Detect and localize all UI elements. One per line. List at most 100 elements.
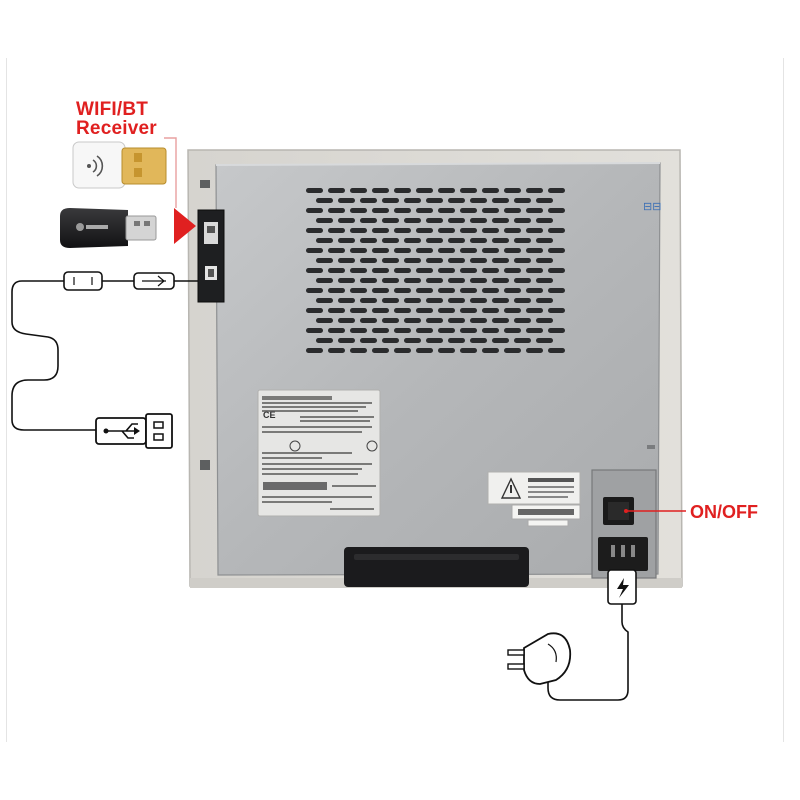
- power-cord: [507, 569, 637, 701]
- vent-slot: [426, 198, 443, 203]
- onoff-label: ON/OFF: [690, 502, 758, 522]
- vent-grille: [306, 188, 565, 353]
- vent-slot: [350, 308, 367, 313]
- vent-slot: [360, 318, 377, 323]
- vent-slot: [548, 348, 565, 353]
- vent-slot: [350, 228, 367, 233]
- receiver-label-line2: Receiver: [76, 118, 157, 139]
- vent-slot: [504, 208, 521, 213]
- vent-slot: [470, 238, 487, 243]
- label-text-line: [300, 416, 374, 418]
- vent-slot: [526, 248, 543, 253]
- vent-slot: [482, 288, 499, 293]
- label-text-line: [262, 473, 358, 475]
- vent-slot: [536, 338, 553, 343]
- vent-slot: [460, 348, 477, 353]
- vent-slot: [404, 238, 421, 243]
- vent-slot: [372, 288, 389, 293]
- vent-slot: [372, 248, 389, 253]
- vent-slot: [438, 268, 455, 273]
- vent-slot: [470, 338, 487, 343]
- vent-slot: [470, 278, 487, 283]
- vent-slot: [372, 268, 389, 273]
- vent-slot: [404, 198, 421, 203]
- vent-slot: [316, 278, 333, 283]
- vent-slot: [504, 348, 521, 353]
- vent-slot: [350, 188, 367, 193]
- receiver-label-line1: WIFI/BT: [76, 99, 149, 120]
- vent-slot: [394, 348, 411, 353]
- vent-slot: [382, 218, 399, 223]
- vent-slot: [306, 288, 323, 293]
- vent-slot: [482, 188, 499, 193]
- vent-slot: [492, 258, 509, 263]
- wifi-dongle: [72, 141, 167, 189]
- label-text-line: [262, 410, 358, 412]
- vent-slot: [448, 218, 465, 223]
- barcode: [263, 482, 327, 490]
- warning-triangle-icon: [500, 477, 522, 499]
- vent-slot: [404, 278, 421, 283]
- certification-icon: [366, 440, 378, 452]
- vent-slot: [526, 328, 543, 333]
- vent-slot: [448, 238, 465, 243]
- vent-slot: [482, 208, 499, 213]
- vent-slot: [482, 328, 499, 333]
- vent-slot: [382, 278, 399, 283]
- vent-slot: [382, 258, 399, 263]
- vent-slot: [338, 278, 355, 283]
- bluetooth-icon: [76, 223, 84, 231]
- vent-slot: [438, 248, 455, 253]
- vent-slot: [338, 238, 355, 243]
- vent-slot: [350, 268, 367, 273]
- vent-slot: [438, 288, 455, 293]
- ce-mark-icon: CE: [263, 410, 276, 420]
- vent-slot: [426, 238, 443, 243]
- usb-port-panel: [197, 209, 225, 303]
- vent-slot: [316, 218, 333, 223]
- vent-slot: [504, 288, 521, 293]
- vent-slot: [416, 248, 433, 253]
- vent-slot: [394, 268, 411, 273]
- vent-slot: [306, 308, 323, 313]
- vent-slot: [382, 238, 399, 243]
- vent-slot: [448, 318, 465, 323]
- vent-slot: [438, 208, 455, 213]
- vent-slot: [492, 238, 509, 243]
- vent-slot: [514, 338, 531, 343]
- rating-label: CE: [257, 389, 381, 517]
- vent-slot: [536, 198, 553, 203]
- vent-slot: [416, 308, 433, 313]
- mains-plug-icon: [507, 632, 572, 685]
- label-text-line: [262, 402, 372, 404]
- port-mark: ⊟⊟: [643, 201, 661, 213]
- vent-slot: [350, 328, 367, 333]
- usb-symbol-icon: [95, 413, 173, 449]
- vent-slot: [448, 338, 465, 343]
- vent-slot: [438, 328, 455, 333]
- vent-slot: [482, 228, 499, 233]
- vent-slot: [514, 258, 531, 263]
- vent-slot: [426, 218, 443, 223]
- bluetooth-dongle: [60, 208, 157, 248]
- vent-slot: [536, 258, 553, 263]
- vent-slot: [338, 198, 355, 203]
- vent-slot: [460, 228, 477, 233]
- vent-slot: [504, 228, 521, 233]
- vent-slot: [360, 238, 377, 243]
- vent-slot: [426, 278, 443, 283]
- vent-slot: [470, 258, 487, 263]
- vent-slot: [404, 318, 421, 323]
- vent-slot: [316, 258, 333, 263]
- vent-slot: [360, 198, 377, 203]
- vent-slot: [438, 188, 455, 193]
- vent-slot: [372, 188, 389, 193]
- vent-slot: [448, 198, 465, 203]
- vent-slot: [470, 198, 487, 203]
- vent-slot: [514, 218, 531, 223]
- vent-slot: [394, 288, 411, 293]
- vent-slot: [350, 248, 367, 253]
- vent-slot: [306, 328, 323, 333]
- vent-slot: [316, 298, 333, 303]
- vent-slot: [372, 328, 389, 333]
